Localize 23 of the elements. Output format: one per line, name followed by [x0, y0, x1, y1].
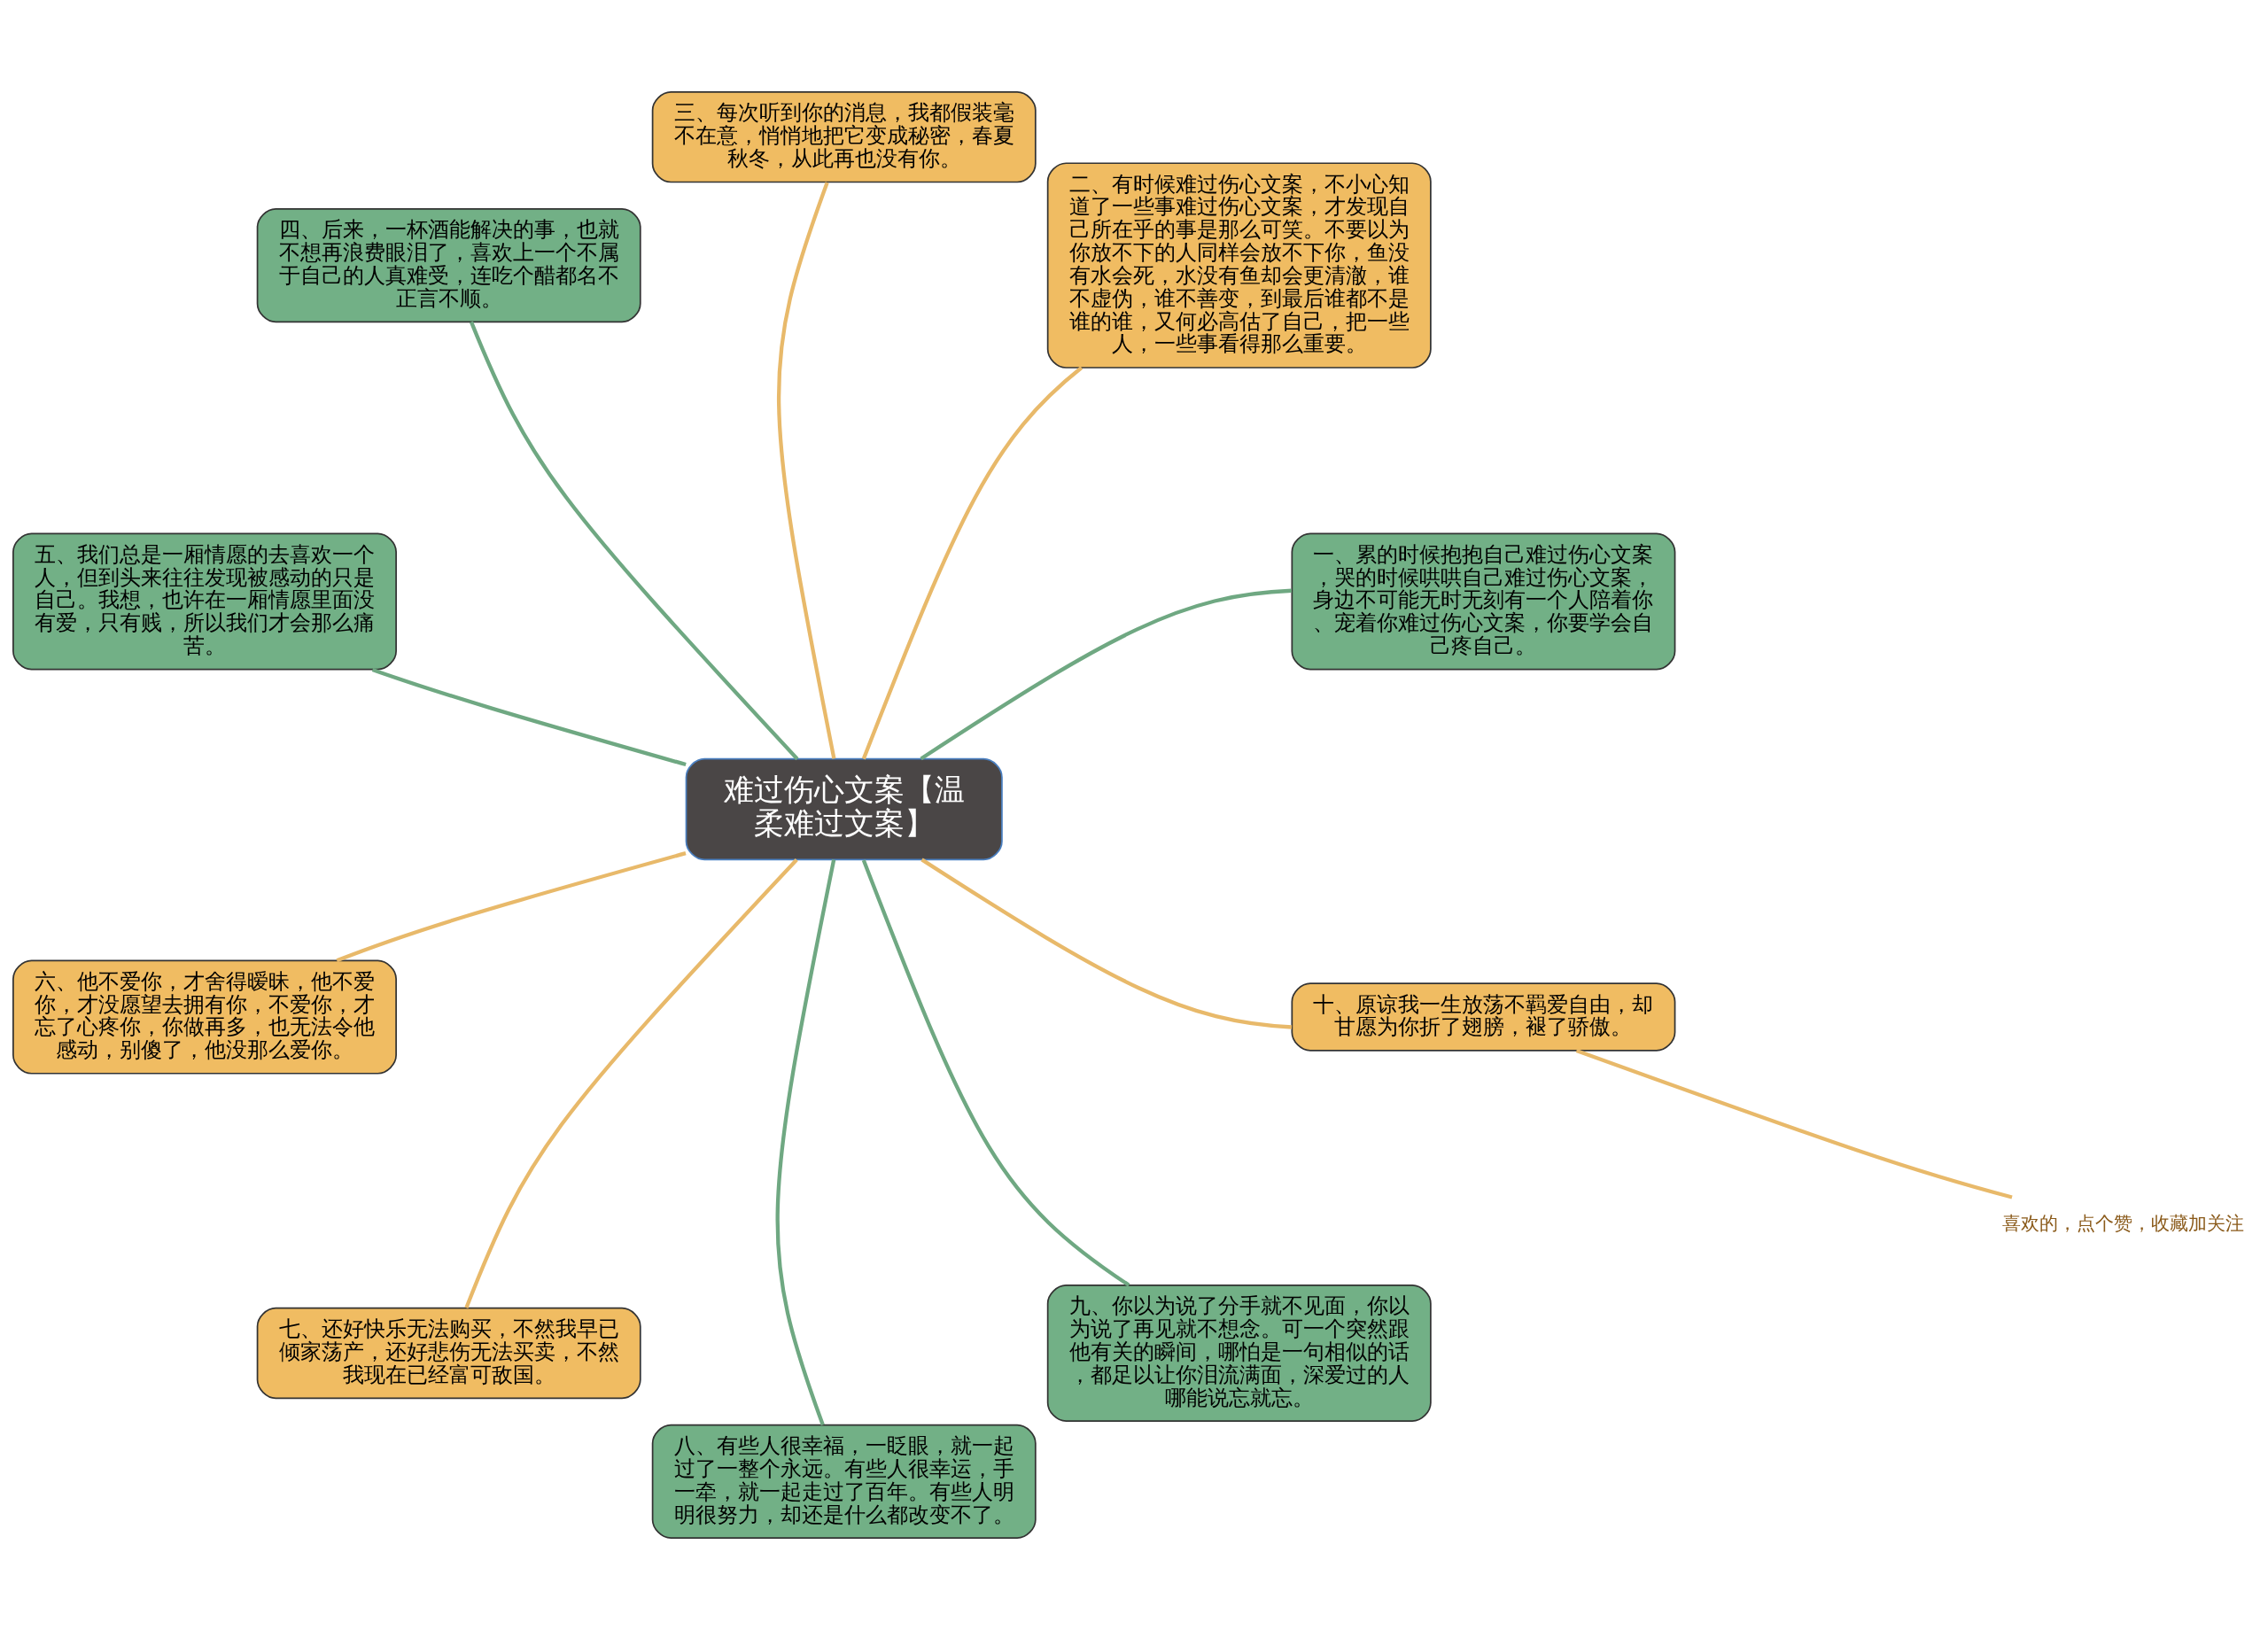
connector [777, 182, 836, 759]
connector [920, 858, 1293, 1029]
connector [920, 588, 1293, 761]
connector [861, 859, 1130, 1287]
node-text: 喜欢的，点个赞，收藏加关注 [2001, 1212, 2244, 1234]
node-box: 五、我们总是一厢情愿的去喜欢一个人，但到头来往往发现被感动的只是自己。我想，也许在一厢情愿里面没有爱，只有贱，所以我们才会那么痛苦。 [12, 532, 397, 671]
connector [371, 667, 687, 767]
node-box: 一、累的时候抱抱自己难过伤心文案，哭的时候哄哄自己难过伤心文案，身边不可能无时无刻有一个人陪着你、宠着你难过伤心文案，你要学会自己疼自己。 [1291, 532, 1676, 671]
node-box: 三、每次听到你的消息，我都假装毫不在意，悄悄地把它变成秘密，春夏秋冬，从此再也没有你。 [651, 91, 1037, 183]
node-box: 二、有时候难过伤心文案，不小心知道了一些事难过伤心文案，才发现自己所在乎的事是那么可笑。不要以为你放不下的人同样会放不下你，鱼没有水会死，水没有鱼却会更清澈，谁不虚伪，谁不善变，到最后谁都不是谁的谁，又何必高估了自己，把一些人，一些事看得那么重要。 [1046, 162, 1432, 369]
node-box: 十、原谅我一生放荡不羁爱自由，却甘愿为你折了翅膀，褪了骄傲。 [1291, 982, 1676, 1052]
node-box: 九、你以为说了分手就不见面，你以为说了再见就不想念。可一个突然跟他有关的瞬间，哪怕是一句相似的话，都足以让你泪流满面，深爱过的人哪能说忘就忘。 [1046, 1285, 1432, 1422]
connector [1575, 1048, 2013, 1199]
connector [336, 851, 687, 963]
node-box: 八、有些人很幸福，一眨眼，就一起过了一整个永远。有些人很幸运，手一牵，就一起走过了百年。有些人明明很努力，却还是什么都改变不了。 [651, 1424, 1037, 1539]
connector [469, 321, 799, 761]
node-box: 四、后来，一杯酒能解决的事，也就不想再浪费眼泪了，喜欢上一个不属于自己的人真难受，连吃个醋都名不正言不顺。 [256, 208, 641, 323]
connector [464, 858, 798, 1309]
node-box: 难过伤心文案【温柔难过文案】 [685, 757, 1003, 861]
node-box: 七、还好快乐无法购买，不然我早已倾家荡产，还好悲伤无法买卖，不然我现在已经富可敌国。 [256, 1307, 641, 1400]
node-box: 六、他不爱你，才舍得暧昧，他不爱你，才没愿望去拥有你，不爱你，才忘了心疼你，你做再多，也无法令他感动，别傻了，他没那么爱你。 [12, 959, 397, 1075]
connector [861, 366, 1084, 760]
connector [775, 859, 836, 1426]
